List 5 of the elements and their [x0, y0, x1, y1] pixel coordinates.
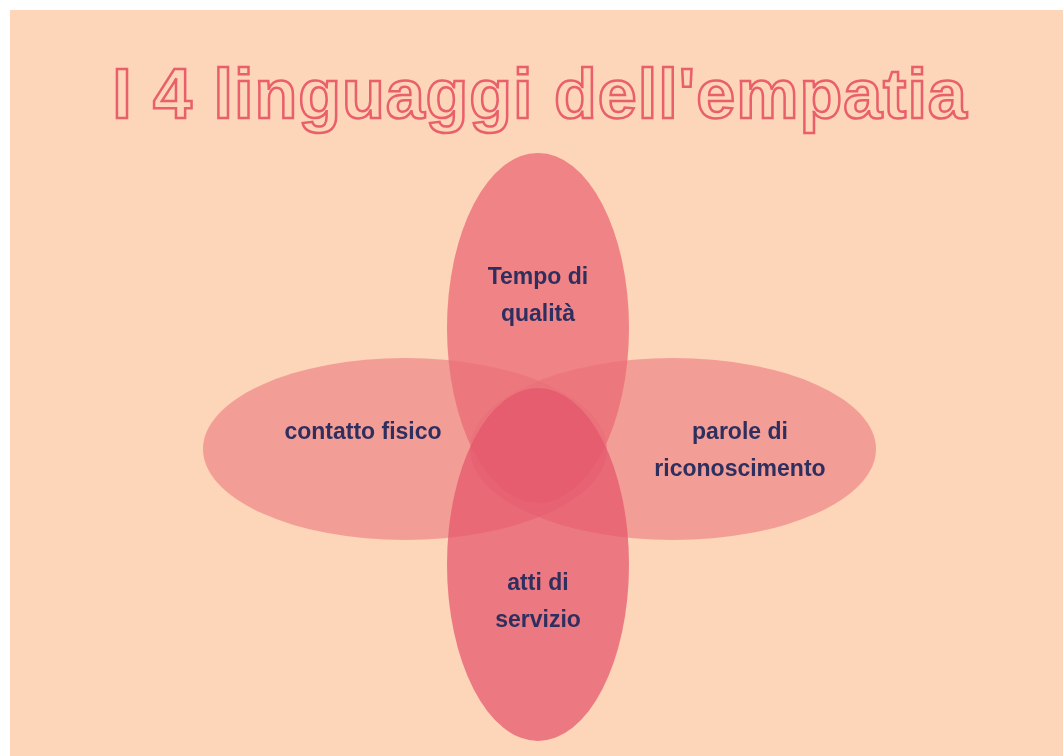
title: I 4 linguaggi dell'empatia	[111, 54, 970, 136]
petal-label: Tempo di qualità	[486, 262, 590, 328]
petal-label: contatto fisico	[283, 417, 443, 446]
petal-label: atti di servizio	[494, 568, 582, 634]
petal-label: parole di riconoscimento	[653, 417, 827, 483]
